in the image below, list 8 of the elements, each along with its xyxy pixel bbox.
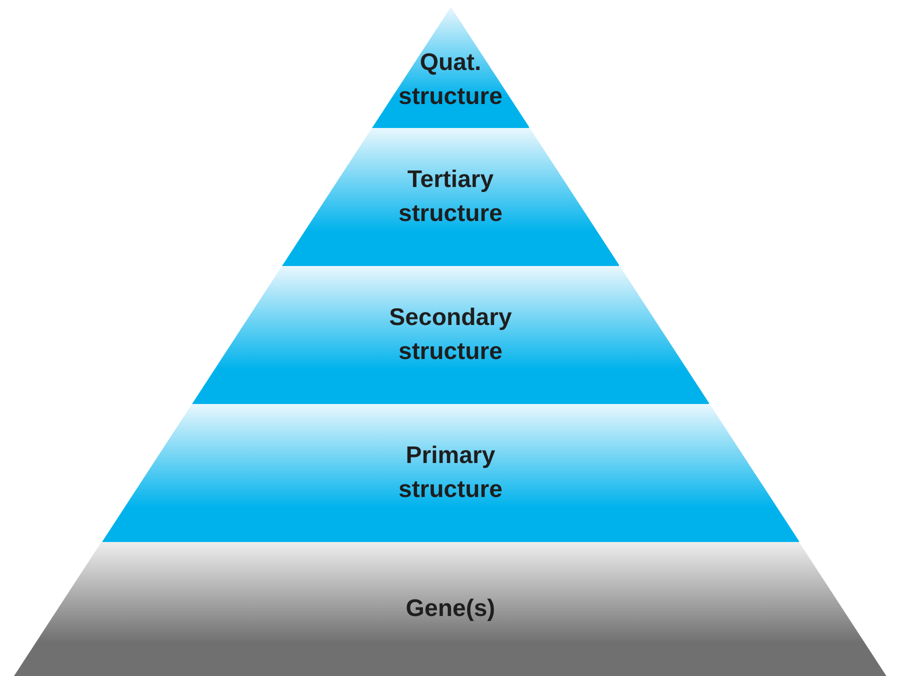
tier-label: Quat. structure bbox=[397, 48, 504, 112]
tier-label: Secondary structure bbox=[388, 303, 513, 367]
pyramid-tier bbox=[102, 404, 800, 542]
tier-label: Tertiary structure bbox=[397, 165, 504, 229]
tier-label: Gene(s) bbox=[404, 594, 496, 624]
tier-label: Primary structure bbox=[397, 441, 504, 505]
pyramid-tier bbox=[192, 266, 710, 404]
pyramid-tier bbox=[14, 542, 887, 676]
